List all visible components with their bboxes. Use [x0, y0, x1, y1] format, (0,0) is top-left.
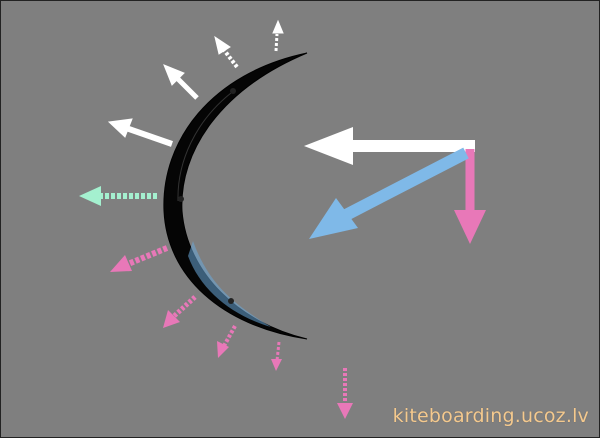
kite-cross-section-icon	[163, 52, 308, 340]
drag-force-arrow	[454, 149, 486, 244]
arrow-icon	[107, 118, 173, 147]
arrow-icon	[214, 35, 239, 69]
watermark: kiteboarding.ucoz.lv	[392, 405, 589, 427]
lift-force-arrow	[304, 127, 475, 165]
arrow-icon	[110, 245, 169, 272]
neutral-arrow	[79, 186, 157, 206]
arrow-icon	[271, 341, 282, 371]
arrow-icon	[337, 368, 353, 419]
lower-pressure-arrows	[110, 245, 353, 419]
arrow-icon	[163, 64, 199, 100]
arrow-icon	[163, 295, 197, 328]
resultant-force-arrow	[309, 147, 469, 239]
arrow-icon	[217, 325, 237, 358]
arrow-icon	[272, 19, 284, 52]
force-vectors	[304, 127, 486, 244]
upper-suction-arrows	[107, 19, 284, 147]
